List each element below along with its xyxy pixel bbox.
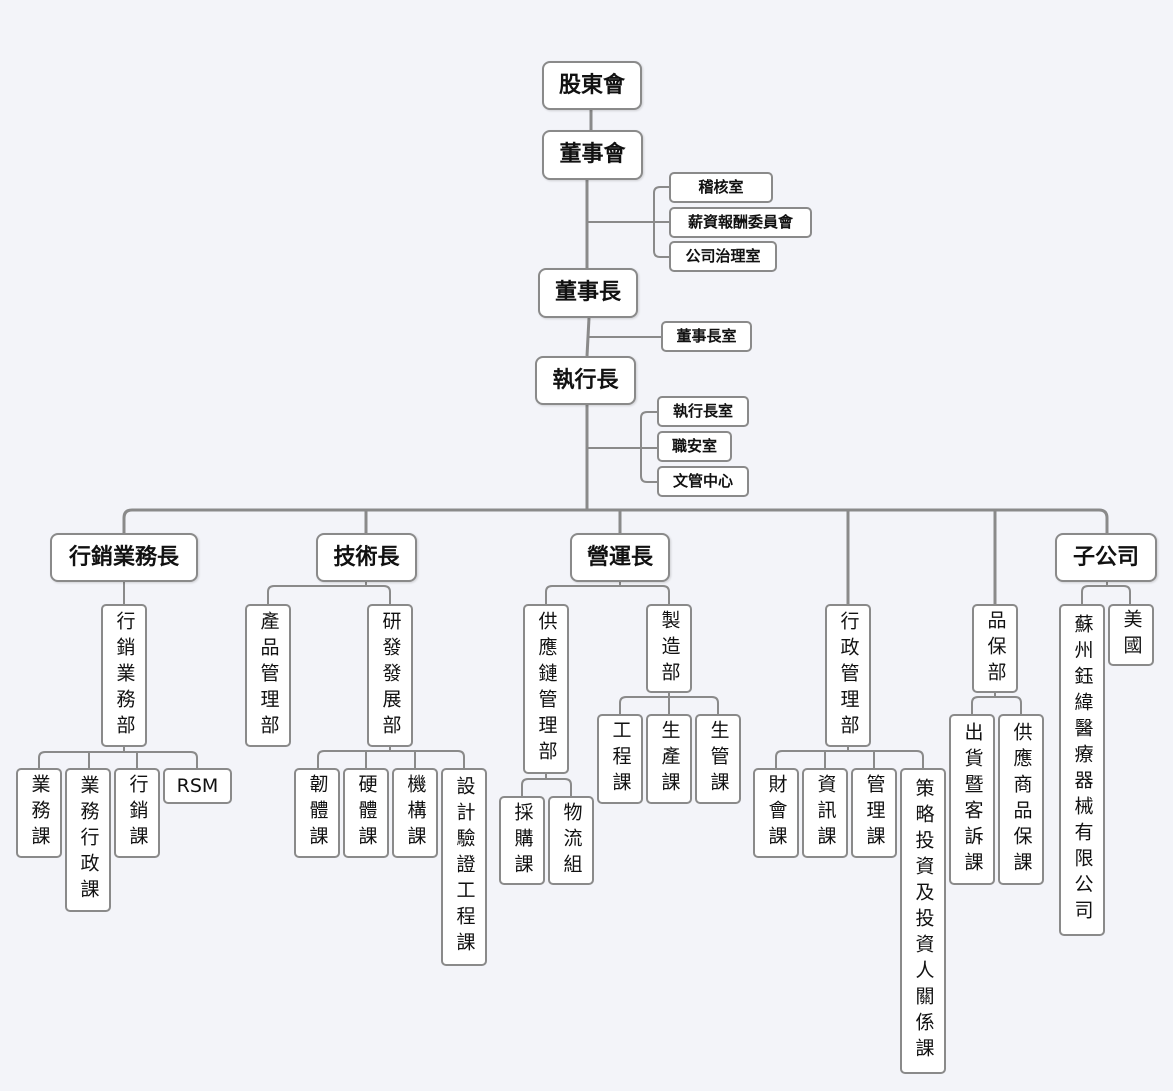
audit-office-node: 稽核室 (669, 172, 773, 203)
cmo-node: 行銷業務長 (50, 533, 198, 582)
safety-office-node: 職安室 (657, 431, 732, 462)
firmware-section-node: 韌體課 (294, 768, 340, 858)
supplier-quality-section-node: 供應商品保課 (998, 714, 1044, 885)
admin-mgmt-dept-node: 行政管理部 (825, 604, 871, 747)
product-mgmt-dept-node: 產品管理部 (245, 604, 291, 747)
rnd-dept-node: 研發發展部 (367, 604, 413, 747)
subsidiaries-node: 子公司 (1055, 533, 1157, 582)
document-center-node: 文管中心 (657, 466, 749, 497)
engineering-section-node: 工程課 (597, 714, 643, 804)
it-section-node: 資訊課 (802, 768, 848, 858)
chairman-office-node: 董事長室 (661, 321, 752, 352)
supply-chain-dept-node: 供應鏈管理部 (523, 604, 569, 774)
chairman-node: 董事長 (538, 268, 638, 318)
rsm-node: RSM (163, 768, 232, 804)
finance-accounting-section-node: 財會課 (753, 768, 799, 858)
board-node: 董事會 (542, 130, 643, 180)
coo-node: 營運長 (570, 533, 670, 582)
governance-office-node: 公司治理室 (669, 241, 777, 272)
suzhou-subsidiary-node: 蘇州鈺緯醫療器械有限公司 (1059, 604, 1105, 936)
logistics-group-node: 物流組 (548, 796, 594, 885)
management-section-node: 管理課 (851, 768, 897, 858)
ceo-office-node: 執行長室 (657, 396, 749, 427)
hardware-section-node: 硬體課 (343, 768, 389, 858)
usa-subsidiary-node: 美國 (1108, 604, 1154, 666)
production-control-section-node: 生管課 (695, 714, 741, 804)
shareholders-node: 股東會 (542, 61, 642, 110)
strategy-ir-section-node: 策略投資及投資人關係課 (900, 768, 946, 1074)
production-section-node: 生產課 (646, 714, 692, 804)
ceo-node: 執行長 (535, 356, 636, 405)
shipping-customer-complaint-section-node: 出貨暨客訴課 (949, 714, 995, 885)
manufacturing-dept-node: 製造部 (646, 604, 692, 693)
mechanical-section-node: 機構課 (392, 768, 438, 858)
cto-node: 技術長 (316, 533, 417, 582)
sales-section-node: 業務課 (16, 768, 62, 858)
marketing-section-node: 行銷課 (114, 768, 160, 858)
design-verification-section-node: 設計驗證工程課 (441, 768, 487, 966)
quality-assurance-dept-node: 品保部 (972, 604, 1018, 693)
sales-admin-section-node: 業務行政課 (65, 768, 111, 912)
compensation-committee-node: 薪資報酬委員會 (669, 207, 812, 238)
purchasing-section-node: 採購課 (499, 796, 545, 885)
marketing-sales-dept-node: 行銷業務部 (101, 604, 147, 747)
